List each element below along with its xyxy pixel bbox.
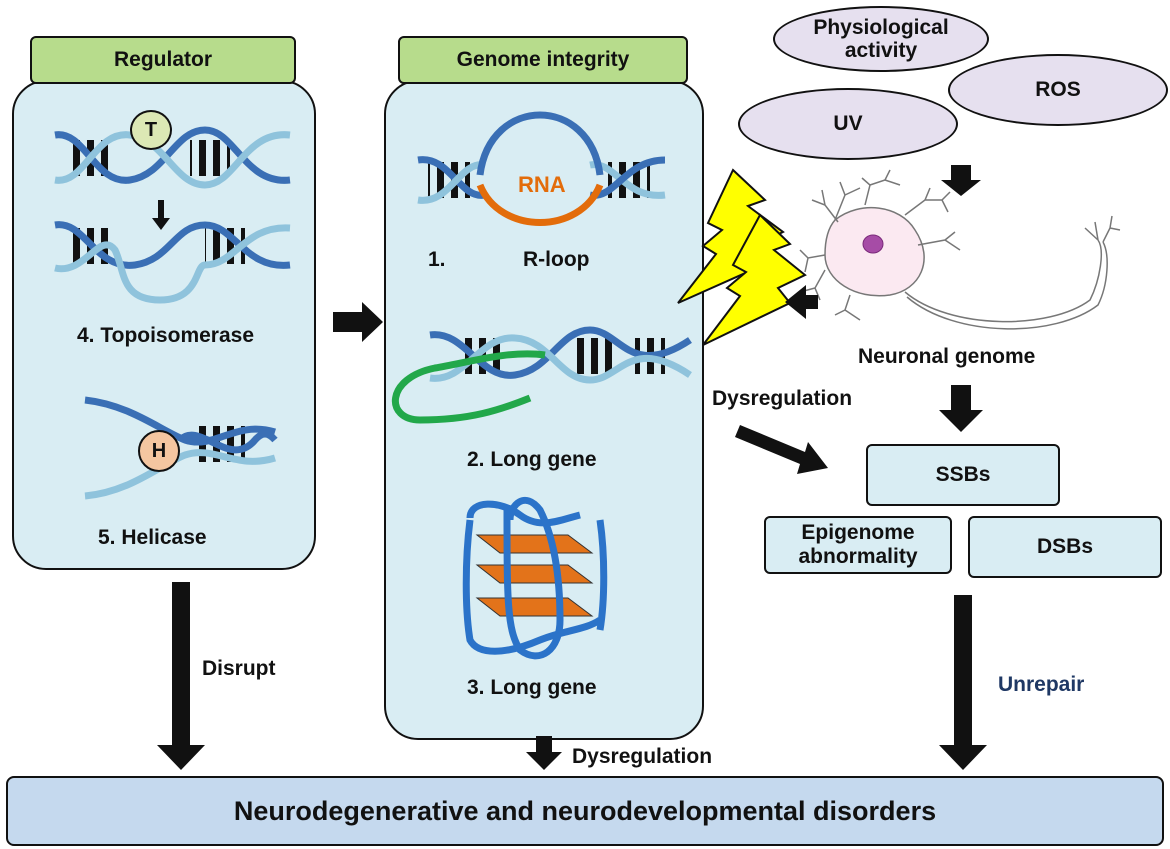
ros-oval: ROS xyxy=(948,54,1168,126)
arrow-neuron-to-lightning xyxy=(785,285,818,319)
rna-label: RNA xyxy=(518,172,566,197)
helicase-badge: H xyxy=(138,430,180,472)
helicase-dna xyxy=(84,396,278,500)
dysregulation-bottom-label: Dysregulation xyxy=(572,745,713,768)
lightning-bolt-1 xyxy=(677,168,785,304)
genome-integrity-header: Genome integrity xyxy=(398,36,688,84)
lightning-bolt-2 xyxy=(702,213,807,346)
r-loop-label: R-loop xyxy=(523,248,590,271)
arrow-stressors-to-neuron xyxy=(941,165,981,196)
neuron-nucleus xyxy=(862,234,884,254)
r-loop-number: 1. xyxy=(428,248,446,271)
small-down-arrow xyxy=(152,200,170,230)
ssbs-box: SSBs xyxy=(866,444,1060,506)
disrupt-label: Disrupt xyxy=(202,657,276,680)
genome-integrity-container xyxy=(384,80,704,740)
long-gene-2-label: 2. Long gene xyxy=(467,448,597,471)
helicase-label: 5. Helicase xyxy=(98,526,207,549)
r-loop-dna xyxy=(417,111,666,226)
topoisomerase-label: 4. Topoisomerase xyxy=(77,324,255,347)
unrepair-label: Unrepair xyxy=(998,673,1085,696)
arrow-disrupt xyxy=(157,582,205,770)
physiological-activity-oval: Physiological activity xyxy=(773,6,989,72)
arrow-dysregulation-bottom xyxy=(526,736,562,770)
long-gene-dna xyxy=(392,326,692,424)
arrow-neuron-to-ssbs xyxy=(939,385,983,432)
regulator-header: Regulator xyxy=(30,36,296,84)
arrow-unrepair xyxy=(939,595,987,770)
dsbs-box: DSBs xyxy=(968,516,1162,578)
long-gene-3-label: 3. Long gene xyxy=(467,676,597,699)
uv-oval: UV xyxy=(738,88,958,160)
topoisomerase-badge: T xyxy=(130,110,172,150)
outcome-disorders-box: Neurodegenerative and neurodevelopmental… xyxy=(6,776,1164,846)
neuronal-genome-label: Neuronal genome xyxy=(858,345,1036,368)
topoisomerase-dna-cut xyxy=(54,221,291,304)
dysregulation-right-label: Dysregulation xyxy=(712,387,853,410)
g-quadruplex xyxy=(462,496,608,660)
epigenome-abnormality-box: Epigenome abnormality xyxy=(764,516,952,574)
topoisomerase-dna-top xyxy=(54,126,291,189)
arrow-regulator-to-genome xyxy=(333,302,383,342)
arrow-genome-to-ssbs xyxy=(735,425,828,474)
